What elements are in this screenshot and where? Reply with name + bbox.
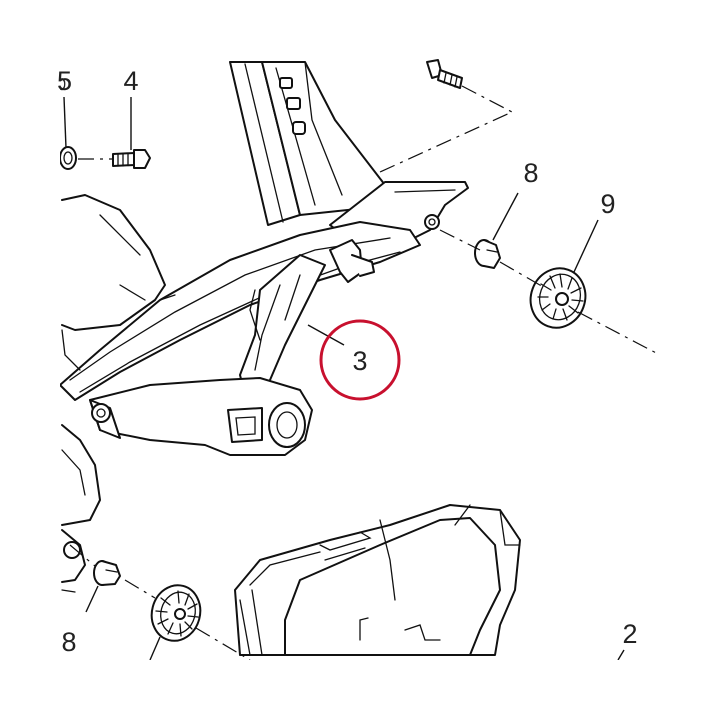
callout-5-visible: 5 [57, 66, 72, 96]
crop-mask-top [0, 0, 720, 56]
callout-8-upper: 8 [523, 158, 538, 188]
callout-8-lower: 8 [61, 627, 76, 657]
callout-labels: 5 4 8 9 3 8 2 [58, 66, 638, 657]
crop-mask-left [0, 0, 60, 720]
top-bolt [426, 59, 513, 113]
callout-2: 2 [622, 619, 637, 649]
crop-mask-bottom [0, 660, 720, 720]
rubber-mount-9-upper [529, 267, 587, 329]
highlight-circle [319, 319, 401, 401]
callout-4: 4 [123, 66, 138, 96]
left-bracket-part [61, 424, 101, 593]
rubber-mount-9-lower [150, 584, 202, 642]
crop-mask-right [660, 0, 720, 720]
callout-3: 3 [352, 346, 367, 376]
callout-5: 5 [58, 66, 66, 96]
bolt-4 [78, 149, 151, 169]
callout-9-upper: 9 [600, 189, 615, 219]
battery-box-part [234, 504, 521, 656]
washer-5 [59, 146, 77, 170]
bushing-8-upper [474, 239, 501, 269]
leader-lines [63, 96, 625, 661]
bushing-8-lower [93, 560, 121, 586]
subframe-part [59, 61, 469, 456]
